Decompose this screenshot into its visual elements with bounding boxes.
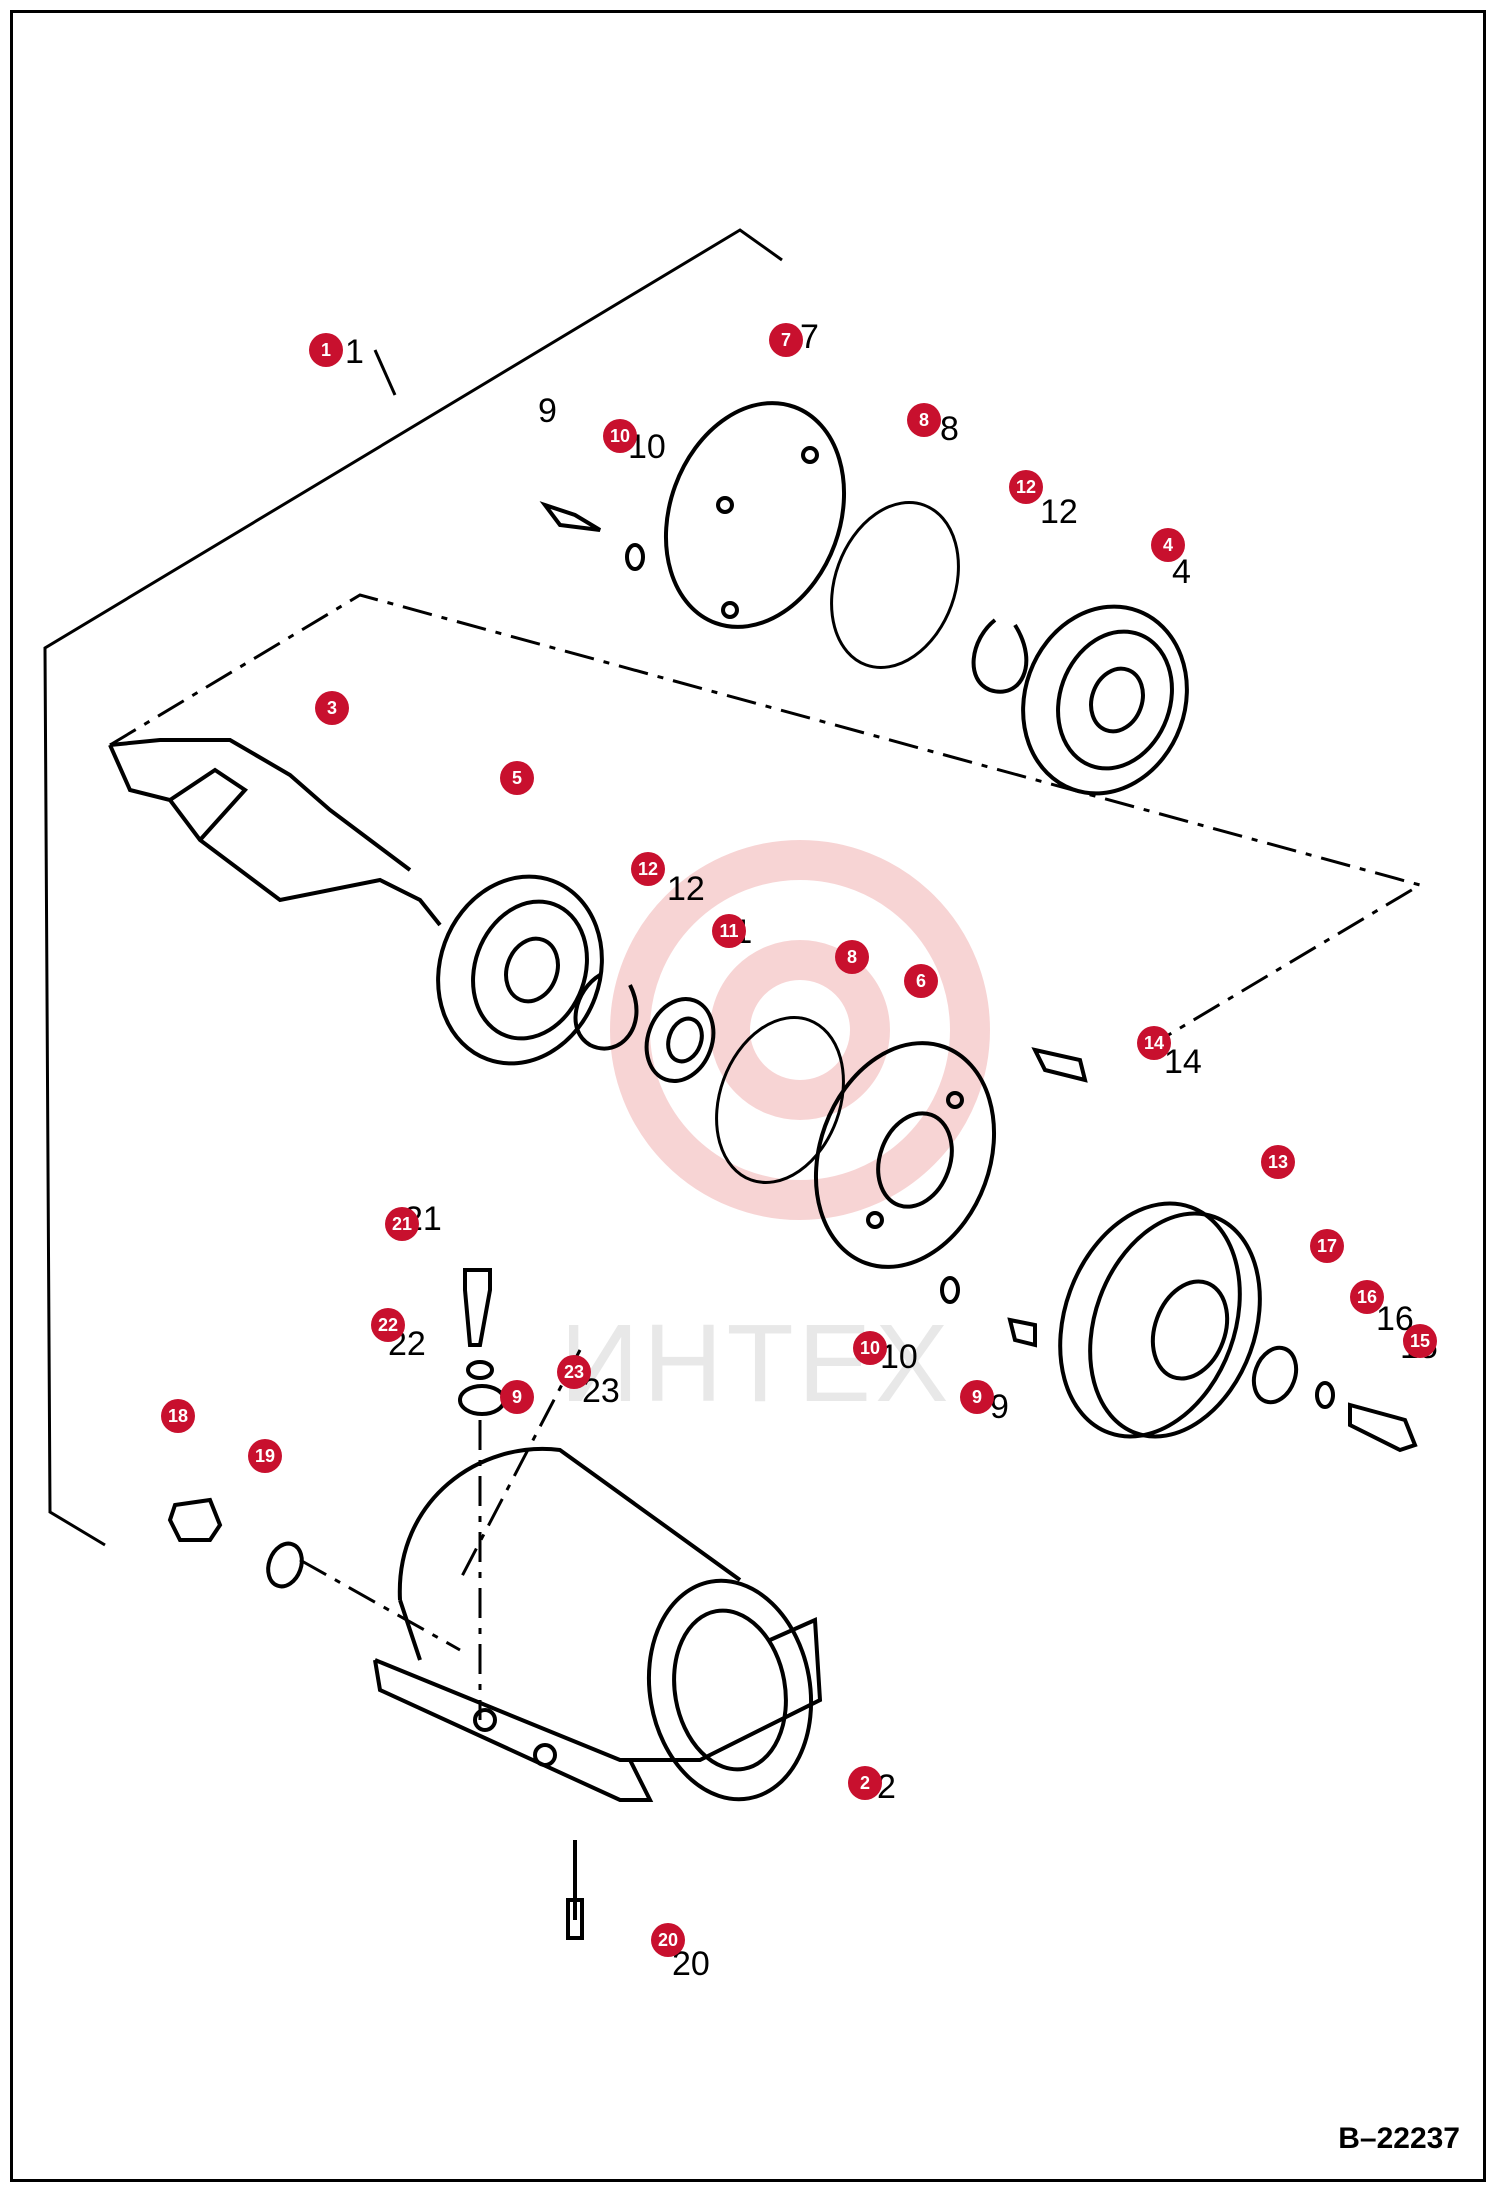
callout-badge[interactable]: 14 — [1137, 1026, 1171, 1060]
callout-badge[interactable]: 10 — [853, 1331, 887, 1365]
callout-badge[interactable]: 16 — [1350, 1280, 1384, 1314]
part-number-label: 8 — [940, 410, 959, 448]
callout-badge[interactable]: 18 — [161, 1399, 195, 1433]
callout-number: 15 — [1410, 1331, 1430, 1351]
callout-number: 3 — [327, 698, 337, 718]
part-number-label: 1 — [345, 333, 364, 371]
callout-badge[interactable]: 11 — [712, 914, 746, 948]
center-lines — [109, 593, 1424, 1720]
callout-number: 23 — [564, 1362, 584, 1382]
callout-number: 18 — [168, 1406, 188, 1426]
callout-number: 6 — [916, 971, 926, 991]
callout-badge[interactable]: 12 — [631, 852, 665, 886]
callout-number: 13 — [1268, 1152, 1288, 1172]
cover-plate-6 — [813, 1041, 997, 1269]
part-number-label: 2 — [877, 1768, 896, 1806]
washer-part-11 — [644, 997, 716, 1083]
callout-badge[interactable]: 15 — [1403, 1324, 1437, 1358]
bearing-part-5 — [436, 874, 604, 1066]
part-number-label: 9 — [538, 392, 557, 430]
callout-number: 5 — [512, 768, 522, 788]
callout-badge[interactable]: 19 — [248, 1439, 282, 1473]
callout-badge[interactable]: 21 — [385, 1207, 419, 1241]
callout-number: 1 — [321, 340, 331, 360]
watermark-gear-icon — [610, 840, 990, 1220]
shaft-part — [108, 738, 442, 927]
callout-badge[interactable]: 20 — [651, 1923, 685, 1957]
callout-badge[interactable]: 7 — [769, 323, 803, 357]
callout-number: 12 — [638, 859, 658, 879]
callout-number: 8 — [919, 410, 929, 430]
callout-number: 20 — [658, 1930, 678, 1950]
callout-number: 16 — [1357, 1287, 1377, 1307]
callout-number: 17 — [1317, 1236, 1337, 1256]
part-number-label: 14 — [1164, 1043, 1202, 1081]
callout-badge[interactable]: 3 — [315, 691, 349, 725]
top-cover-7 — [663, 401, 847, 629]
reference-code: B–22237 — [1338, 2122, 1460, 2155]
callout-badge[interactable]: 8 — [835, 940, 869, 974]
assembly-bracket — [43, 228, 783, 1547]
callout-badge[interactable]: 6 — [904, 964, 938, 998]
callout-badge[interactable]: 5 — [500, 761, 534, 795]
pulley-part-13 — [1058, 1201, 1262, 1439]
part-number-label: 9 — [990, 1388, 1009, 1426]
key-part-14 — [1031, 1047, 1088, 1083]
o-ring-lower — [715, 1016, 845, 1184]
bearing-part-4 — [1021, 604, 1189, 796]
callout-badge[interactable]: 13 — [1261, 1145, 1295, 1179]
callout-badge[interactable]: 9 — [960, 1380, 994, 1414]
snap-ring-upper — [971, 618, 1029, 694]
callout-number: 21 — [392, 1214, 412, 1234]
part-number-label: 12 — [667, 870, 705, 908]
callout-badge[interactable]: 9 — [500, 1380, 534, 1414]
callout-number: 2 — [860, 1773, 870, 1793]
part-number-label: 12 — [1040, 493, 1078, 531]
o-ring-upper — [830, 501, 960, 669]
pulley-fasteners — [1251, 1345, 1418, 1453]
callout-badge[interactable]: 17 — [1310, 1229, 1344, 1263]
callout-badge[interactable]: 8 — [907, 403, 941, 437]
callout-number: 9 — [512, 1387, 522, 1407]
snap-ring-lower — [573, 973, 639, 1051]
callout-number: 22 — [378, 1315, 398, 1335]
callout-number: 7 — [781, 330, 791, 350]
callout-number: 4 — [1163, 535, 1173, 555]
callout-badge[interactable]: 22 — [371, 1308, 405, 1342]
part-number-label: 4 — [1172, 553, 1191, 591]
drawing-frame — [10, 10, 1486, 2182]
callout-number: 10 — [610, 426, 630, 446]
part-number-label: 7 — [800, 318, 819, 356]
callout-number: 14 — [1144, 1033, 1164, 1053]
callout-badge[interactable]: 1 — [309, 333, 343, 367]
callout-badge[interactable]: 4 — [1151, 528, 1185, 562]
callout-number: 8 — [847, 947, 857, 967]
callout-badge[interactable]: 23 — [557, 1355, 591, 1389]
callout-badge[interactable]: 2 — [848, 1766, 882, 1800]
callout-number: 10 — [860, 1338, 880, 1358]
callout-number: 19 — [255, 1446, 275, 1466]
watermark-text: ИНТЕХ — [560, 1302, 953, 1425]
housing-part — [373, 1446, 823, 1940]
callout-number: 12 — [1016, 477, 1036, 497]
callout-number: 9 — [972, 1387, 982, 1407]
callout-number: 11 — [719, 921, 738, 941]
callout-badge[interactable]: 10 — [603, 419, 637, 453]
callout-badge[interactable]: 12 — [1009, 470, 1043, 504]
